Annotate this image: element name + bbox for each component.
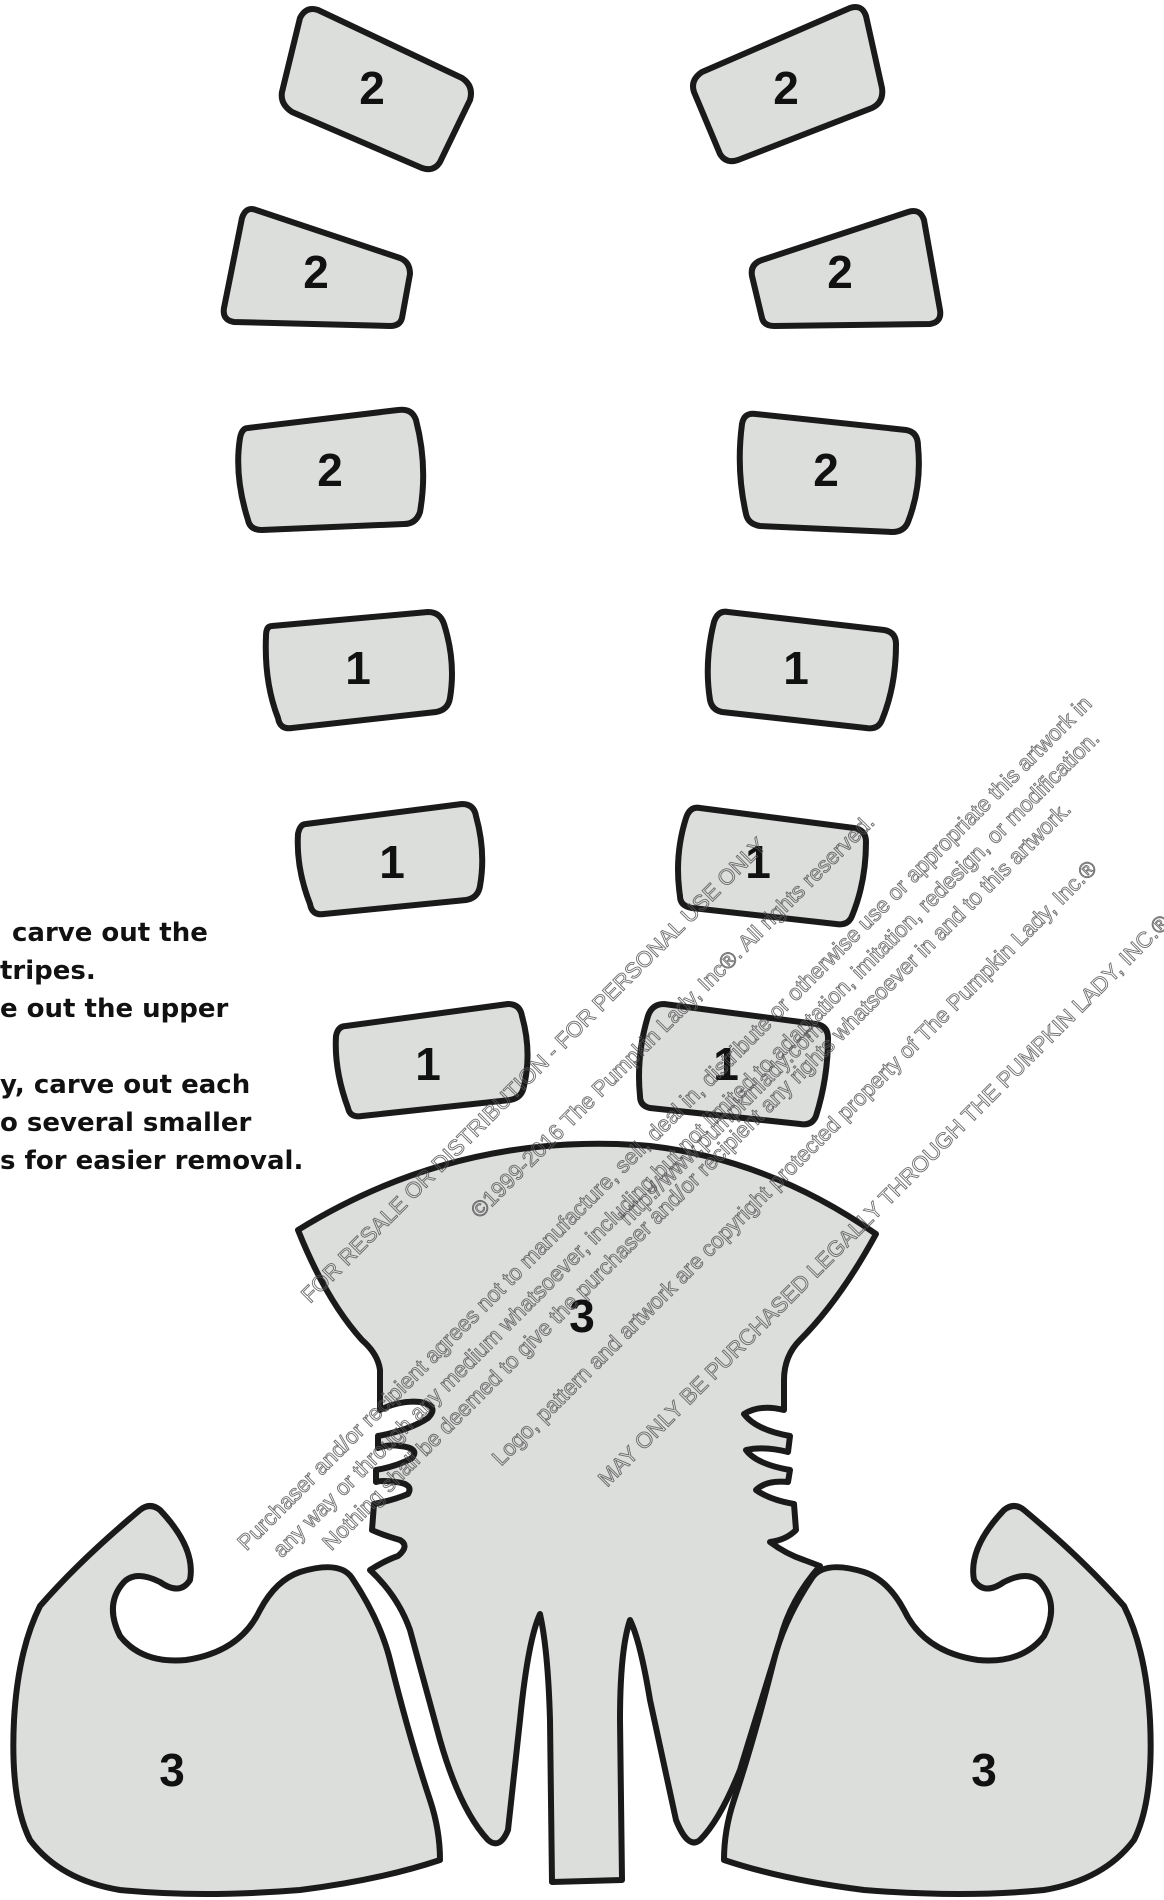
stripe-piece: 2 bbox=[282, 9, 471, 169]
carving-instructions: carve out the tripes. e out the upper y,… bbox=[0, 914, 360, 1180]
piece-number-label: 1 bbox=[379, 836, 405, 888]
stripe-piece: 2 bbox=[224, 209, 410, 326]
piece-number-label: 2 bbox=[317, 444, 343, 496]
stripe-piece: 1 bbox=[708, 612, 896, 729]
instruction-line: y, carve out each bbox=[0, 1066, 360, 1104]
stripe-piece: 2 bbox=[693, 7, 882, 161]
instruction-line: o several smaller bbox=[0, 1104, 360, 1142]
instruction-line: carve out the bbox=[0, 914, 360, 952]
piece-number-label: 1 bbox=[415, 1038, 441, 1090]
piece-number-label: 3 bbox=[971, 1744, 997, 1796]
stripe-piece: 2 bbox=[740, 414, 919, 532]
piece-number-label: 1 bbox=[783, 642, 809, 694]
instruction-line: tripes. bbox=[0, 952, 360, 990]
instruction-line: s for easier removal. bbox=[0, 1142, 360, 1180]
instruction-line: e out the upper bbox=[0, 990, 360, 1028]
piece-number-label: 3 bbox=[159, 1744, 185, 1796]
piece-number-label: 2 bbox=[773, 62, 799, 114]
piece-number-label: 1 bbox=[345, 642, 371, 694]
stripe-piece: 2 bbox=[238, 410, 423, 530]
piece-number-label: 2 bbox=[813, 444, 839, 496]
stripe-piece: 1 bbox=[298, 804, 483, 914]
piece-number-label: 2 bbox=[359, 62, 385, 114]
piece-number-label: 2 bbox=[303, 246, 329, 298]
stripe-piece: 1 bbox=[266, 612, 452, 728]
piece-number-label: 2 bbox=[827, 246, 853, 298]
stripe-piece: 2 bbox=[752, 211, 941, 326]
